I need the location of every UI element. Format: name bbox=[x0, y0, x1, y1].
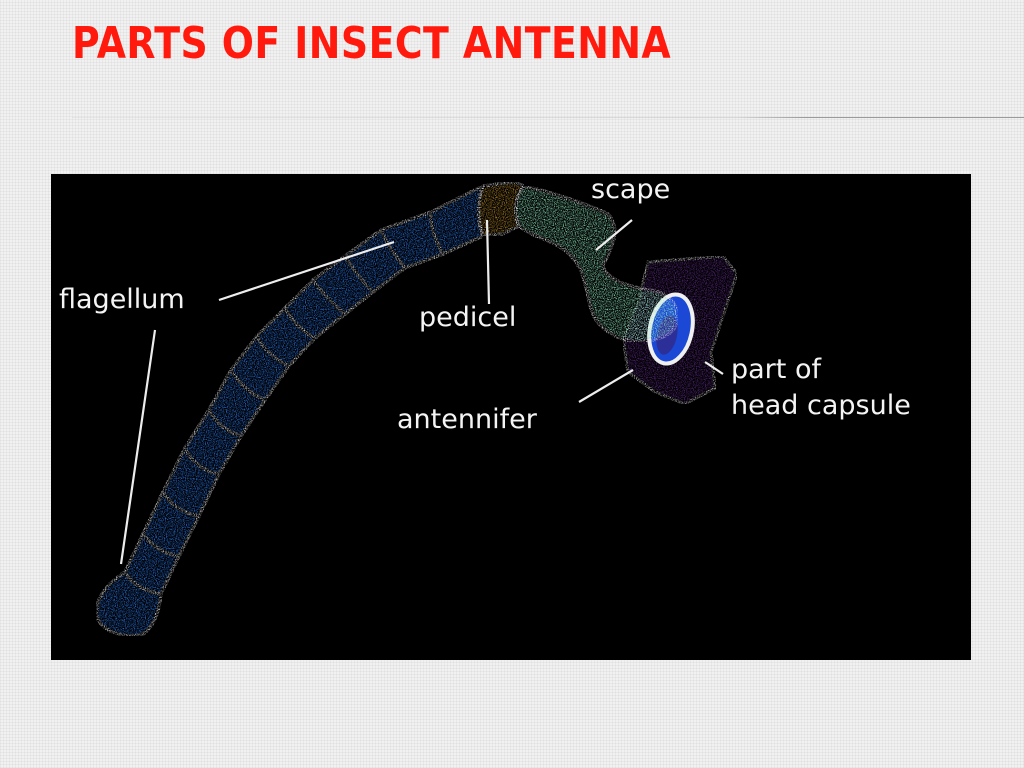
leader-lines bbox=[119, 219, 724, 565]
leader-head-capsule bbox=[704, 361, 724, 375]
scape-segment bbox=[513, 184, 679, 344]
antenna-diagram: scape flagellum pedicel antennifer part … bbox=[51, 174, 971, 660]
slide-title: PARTS OF INSECT ANTENNA bbox=[72, 18, 672, 69]
leader-flagellum-upper bbox=[218, 240, 395, 302]
pedicel-segment bbox=[476, 180, 526, 238]
label-flagellum: flagellum bbox=[59, 284, 185, 315]
title-divider bbox=[72, 117, 1024, 118]
flagellum-segments bbox=[95, 184, 485, 638]
leader-scape bbox=[595, 219, 633, 251]
flagellomere-13 bbox=[95, 570, 163, 638]
label-head-capsule-line1: part of bbox=[731, 354, 822, 385]
label-pedicel: pedicel bbox=[419, 302, 516, 333]
label-antennifer: antennifer bbox=[397, 404, 538, 435]
leader-pedicel bbox=[485, 219, 491, 305]
antenna-illustration: scape flagellum pedicel antennifer part … bbox=[59, 174, 911, 638]
leader-flagellum-lower bbox=[119, 329, 157, 565]
leader-antennifer bbox=[578, 369, 634, 403]
label-scape: scape bbox=[591, 174, 670, 205]
label-head-capsule-line2: head capsule bbox=[731, 390, 911, 421]
